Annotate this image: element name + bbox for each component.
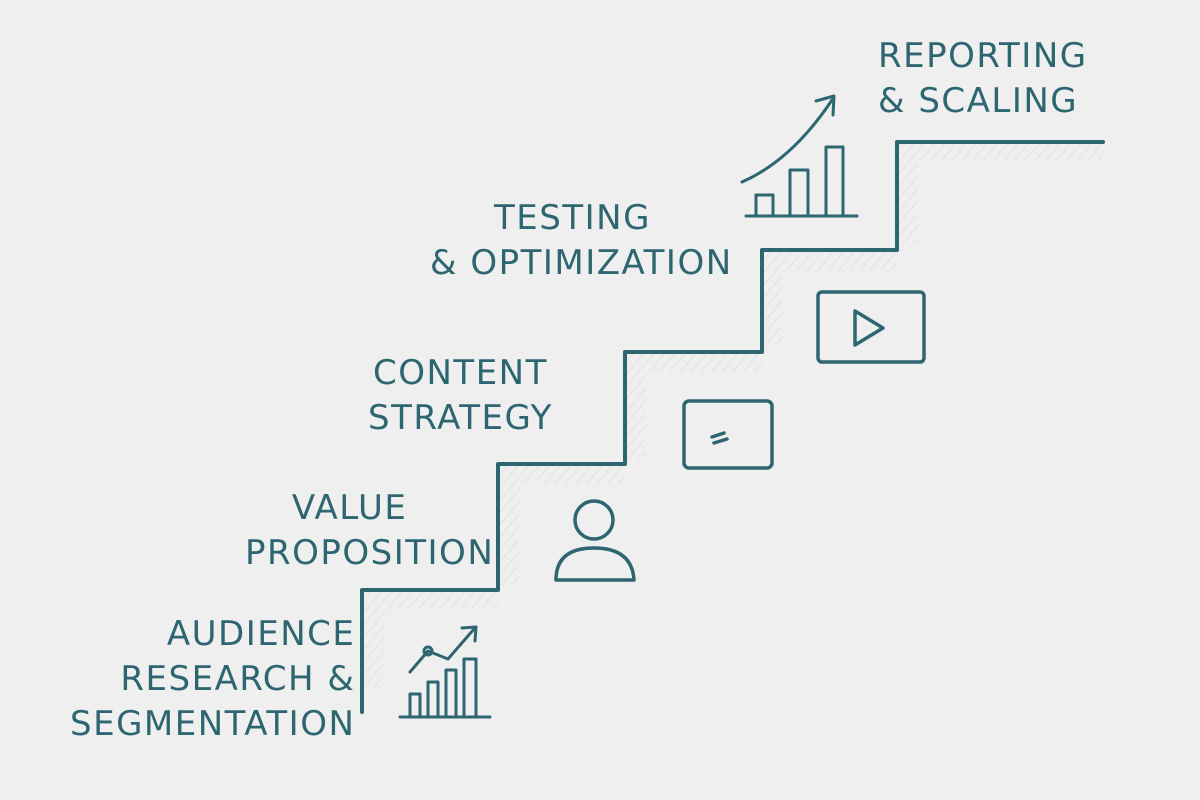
growth-chart-arrow-icon <box>740 94 859 218</box>
staircase-line <box>360 140 1105 714</box>
label-line: RESEARCH & <box>120 659 356 699</box>
label-line: REPORTING <box>878 36 1088 76</box>
label-line: STRATEGY <box>368 398 553 438</box>
bar-chart-trend-icon <box>398 625 492 719</box>
label-line: SEGMENTATION <box>70 704 356 744</box>
stair-shading <box>362 142 1103 690</box>
step-label-reporting-scaling: REPORTING & SCALING <box>878 34 1088 124</box>
user-icon <box>554 499 636 582</box>
label-line: PROPOSITION <box>245 533 495 573</box>
document-screen-icon <box>682 399 774 470</box>
label-line: AUDIENCE <box>166 614 356 654</box>
step-label-testing-optimization: TESTING & OPTIMIZATION <box>430 196 733 286</box>
step-label-audience-research: AUDIENCE RESEARCH & SEGMENTATION <box>70 612 355 747</box>
step-label-value-proposition: VALUE PROPOSITION <box>245 486 494 576</box>
label-line: TESTING <box>494 198 651 238</box>
step-label-content-strategy: CONTENT STRATEGY <box>368 351 553 441</box>
label-line: CONTENT <box>373 353 548 393</box>
label-line: & OPTIMIZATION <box>430 243 733 283</box>
video-play-icon <box>816 290 926 364</box>
label-line: & SCALING <box>878 81 1079 121</box>
label-line: VALUE <box>291 488 408 528</box>
